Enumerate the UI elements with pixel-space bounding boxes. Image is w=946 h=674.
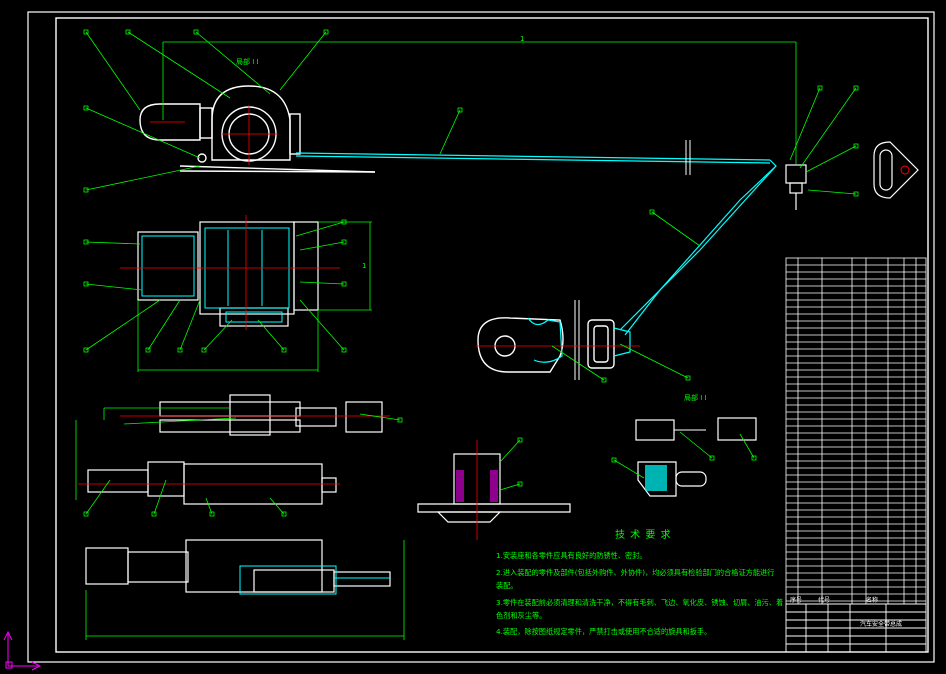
tech-req-item-1: 1.安装座和各零件应具有良好的防锈性、密封。 [496, 551, 647, 560]
tech-req-title: 技 术 要 求 [615, 528, 672, 541]
anchor-plate [477, 317, 615, 373]
leader-lines [85, 31, 857, 515]
tech-req-item-2: 2.进入装配的零件及部件(包括外购件、外协件)，均必须具有检验部门的合格证方能进… [496, 568, 774, 577]
pretensioner-mid-view [87, 461, 337, 505]
inner-drawing-frame [55, 17, 929, 653]
detail-label-top: 局部 I I [236, 57, 259, 66]
title-header-3: 名称 [866, 596, 878, 604]
tech-req-item-4: 3.零件在装配前必须清理和清洗干净，不得有毛刺、飞边、氧化皮、锈蚀、切屑、油污、… [496, 598, 783, 607]
ucs-axis-icon [3, 630, 42, 671]
pretensioner-bottom-view [85, 539, 391, 593]
balloon-markers [83, 29, 859, 517]
title-block [785, 603, 927, 653]
tech-req-item-3: 装配。 [496, 581, 518, 590]
tech-req-item-5: 色剂和灰尘等。 [496, 611, 546, 620]
pretensioner-top-view [159, 394, 383, 436]
title-block-name: 汽车安全带总成 [860, 620, 902, 628]
dimension-right: 1 [362, 262, 366, 270]
detail-label-bottom: 局部 I I [684, 393, 707, 402]
upper-anchor [785, 141, 919, 210]
retractor-front-view [139, 85, 376, 173]
tech-req-item-6: 4.装配，除按图纸规定零件，严禁打击或使用不合适的旋具和扳手。 [496, 627, 711, 636]
retractor-section-view [137, 221, 319, 327]
dimension-top: 1 [520, 35, 524, 43]
title-header-1: 序号 [790, 596, 802, 604]
webbing-cable [295, 152, 777, 336]
title-header-2: 代号 [818, 596, 830, 604]
tongue-details [635, 417, 757, 497]
parts-list-table [785, 257, 927, 605]
outer-drawing-frame [27, 11, 935, 663]
